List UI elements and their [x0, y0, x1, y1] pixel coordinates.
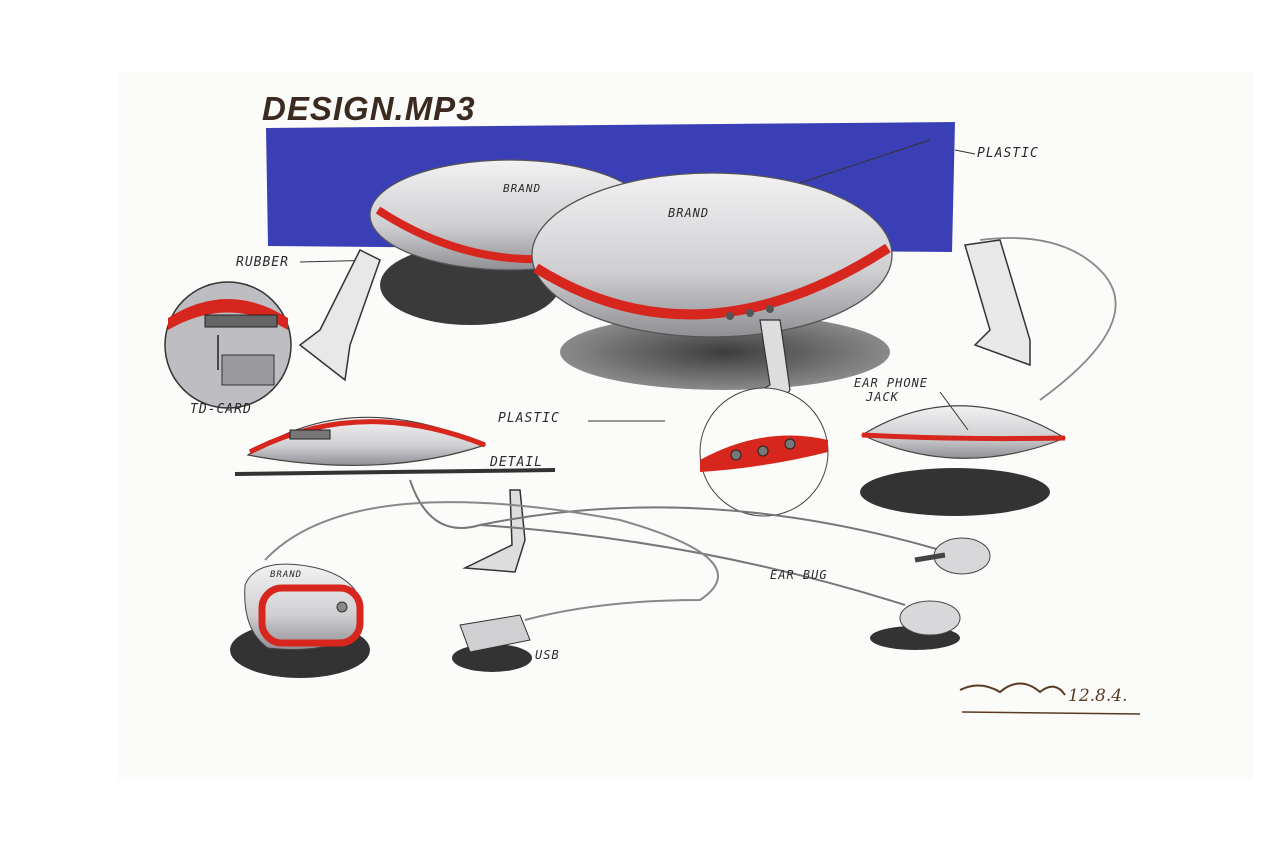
arrow-right-down-icon: [964, 239, 1031, 367]
ear-bud-bottom: [870, 600, 961, 650]
cable-connector-unit: [230, 563, 370, 678]
label-ear-phone: EAR PHONE: [854, 376, 929, 390]
usb-cable: [264, 501, 719, 621]
label-brand-connector: BRAND: [270, 570, 303, 580]
mp3-player-side-view: [234, 416, 556, 476]
label-td-card: TD-CARD: [190, 402, 252, 417]
label-plastic-top: PLASTIC: [977, 146, 1039, 161]
sketch-title: DESIGN.MP3: [262, 90, 476, 127]
plastic-leader-line: [954, 149, 976, 155]
arrow-left-down-icon: [298, 248, 381, 382]
artist-signature: [959, 682, 1141, 715]
mp3-player-main-view: [531, 139, 931, 338]
ear-bud-top: [914, 537, 991, 575]
usb-plug: [452, 614, 532, 672]
label-rubber: RUBBER: [236, 255, 289, 270]
mp3-player-jack-view: [860, 391, 1067, 516]
label-plastic-mid: PLASTIC: [498, 411, 560, 426]
td-card-detail-circle: [164, 281, 292, 409]
label-ear-bug: EAR BUG: [770, 568, 828, 582]
earphone-cable-2: [479, 524, 906, 606]
jack-cable: [979, 237, 1117, 401]
label-usb: USB: [535, 648, 560, 662]
label-brand-back: BRAND: [503, 182, 542, 195]
sketch-date: 12.8.4.: [1068, 686, 1128, 706]
label-brand-main: BRAND: [668, 206, 710, 220]
earphone-jack-detail-circle: [699, 387, 829, 517]
arrow-detail-down-icon: [462, 489, 526, 573]
label-jack: JACK: [866, 390, 899, 404]
label-detail: DETAIL: [490, 455, 543, 470]
main-player-shadow: [560, 314, 890, 390]
